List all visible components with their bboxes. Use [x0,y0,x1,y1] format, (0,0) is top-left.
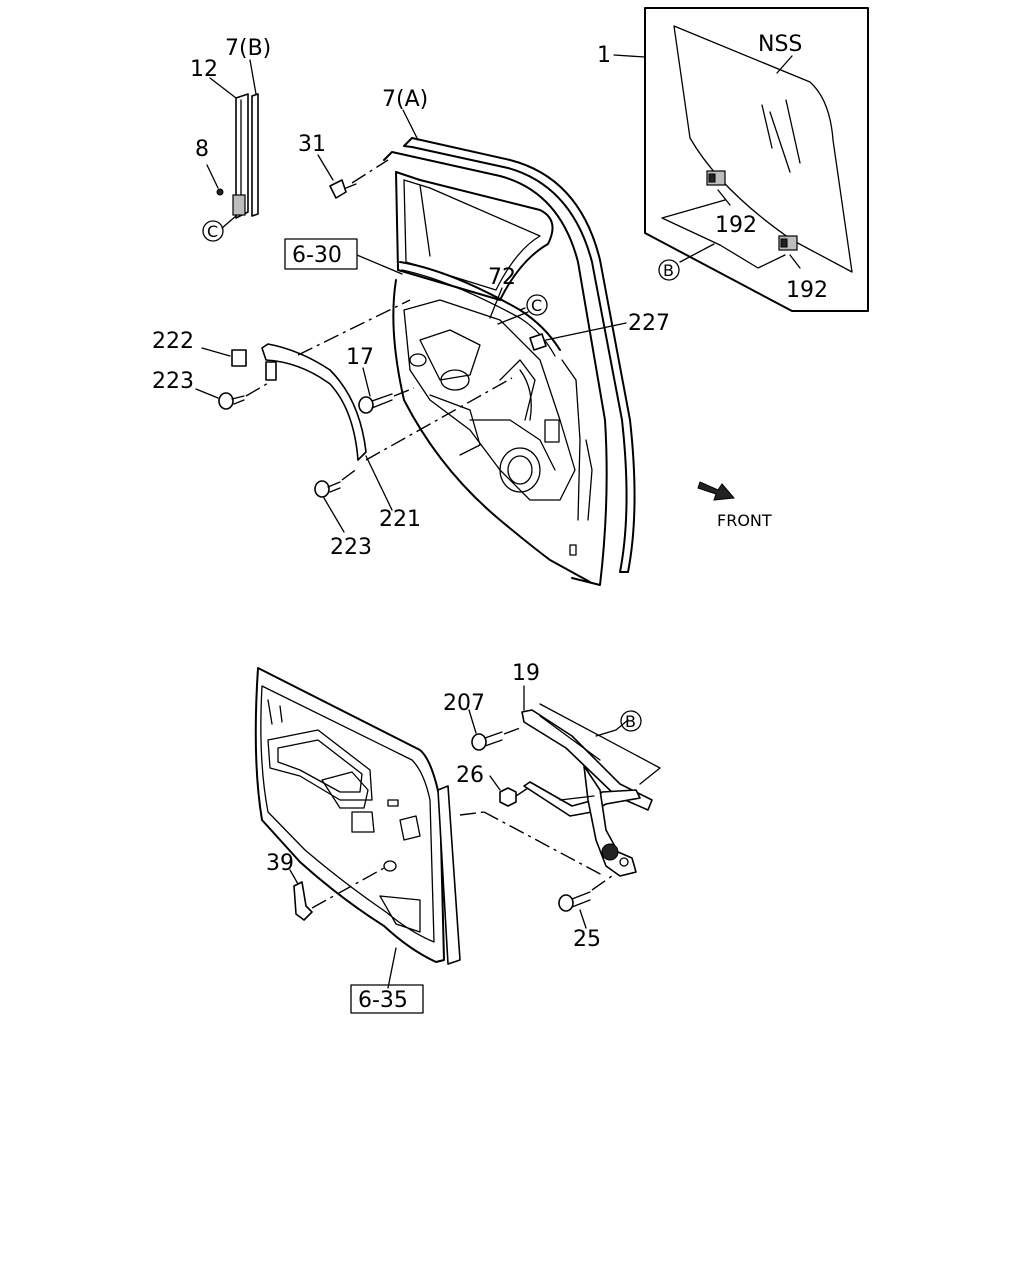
bolt-207 [468,709,503,751]
marker-c-runchannel-circle [202,220,224,242]
marker-c-runchannel: C [207,222,218,241]
callout-8: 8 [195,137,209,162]
screw-223-lower [314,480,345,533]
callout-221: 221 [379,507,421,532]
callout-72: 72 [488,265,516,290]
callout-227: 227 [628,311,670,336]
callout-6-30: 6-30 [292,243,342,268]
nut-26 [489,775,517,807]
callout-207: 207 [443,691,485,716]
callout-223-upper: 223 [152,369,194,394]
door-trim-panel [254,667,461,989]
callout-nss: NSS [758,32,802,57]
callout-39: 39 [266,851,294,876]
clip-31 [317,154,357,199]
glass-clip-lower [778,235,798,251]
pad-222 [201,347,247,367]
screw-223-upper [195,388,245,410]
bolt-17 [358,367,393,414]
marker-b-regulator: B [625,712,636,731]
ref-box-6-35 [350,984,424,1014]
callout-26: 26 [456,763,484,788]
marker-c-door: C [531,296,542,315]
marker-c-door-circle [526,294,548,316]
window-handle-39 [289,869,313,921]
callout-222: 222 [152,329,194,354]
callout-6-35: 6-35 [358,988,408,1013]
callout-192-upper: 192 [715,213,757,238]
callout-12: 12 [190,57,218,82]
marker-b-glass: B [663,261,674,280]
pad-227 [529,322,627,351]
callout-7b: 7(B) [225,36,271,61]
door-shell [383,137,636,586]
glass-inset-panel [644,7,869,312]
rear-guide-221 [261,343,393,511]
front-label: FRONT [717,511,772,530]
marker-b-regulator-circle [620,710,642,732]
ref-box-6-30 [284,238,358,270]
callout-19: 19 [512,661,540,686]
callout-223-lower: 223 [330,535,372,560]
callout-1: 1 [597,43,611,68]
window-regulator [521,709,653,877]
glass-clip-upper [706,170,726,186]
callout-25: 25 [573,927,601,952]
front-direction-arrow-icon [697,481,736,501]
marker-b-glass-circle [658,259,680,281]
callout-31: 31 [298,132,326,157]
callout-17: 17 [346,345,374,370]
bolt-25 [558,891,591,929]
callout-7a: 7(A) [382,87,428,112]
callout-192-lower: 192 [786,278,828,303]
run-channel-assembly [206,59,259,229]
